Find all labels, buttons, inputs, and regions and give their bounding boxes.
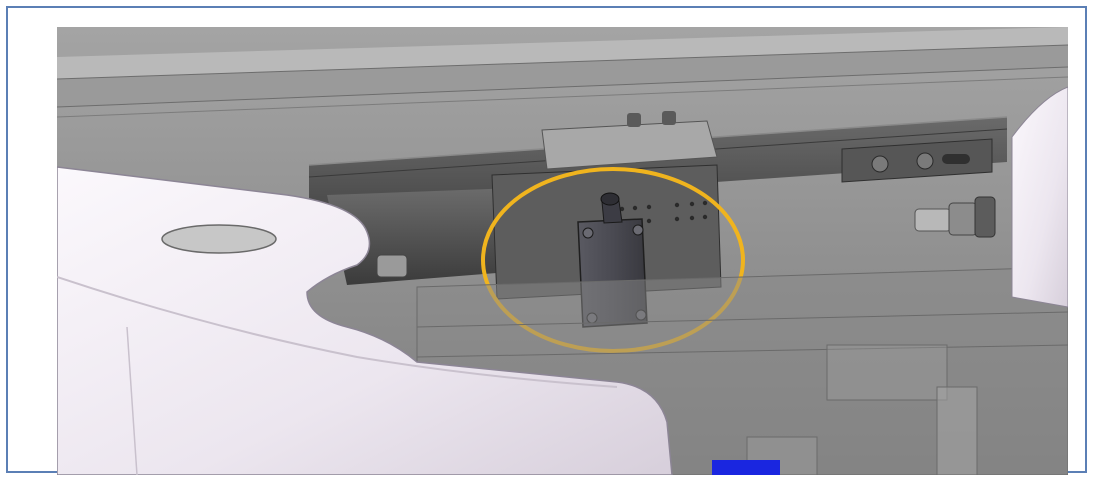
- bolt-icon: [376, 254, 408, 278]
- guide-rail: [308, 116, 1008, 210]
- bolt-icon: [627, 113, 641, 127]
- top-guide-rail: [57, 27, 1068, 118]
- cad-render-viewport: [57, 27, 1068, 475]
- mounting-block: [541, 111, 718, 170]
- bolt-icon: [914, 196, 996, 238]
- figure-frame: [6, 6, 1087, 475]
- blue-block-icon: [712, 460, 780, 475]
- housing-hole: [161, 224, 277, 254]
- bolt-icon: [662, 111, 676, 125]
- machine-housing-icon: [57, 166, 673, 475]
- cad-render-illustration: [57, 27, 1068, 475]
- right-machine-housing: [1011, 86, 1068, 308]
